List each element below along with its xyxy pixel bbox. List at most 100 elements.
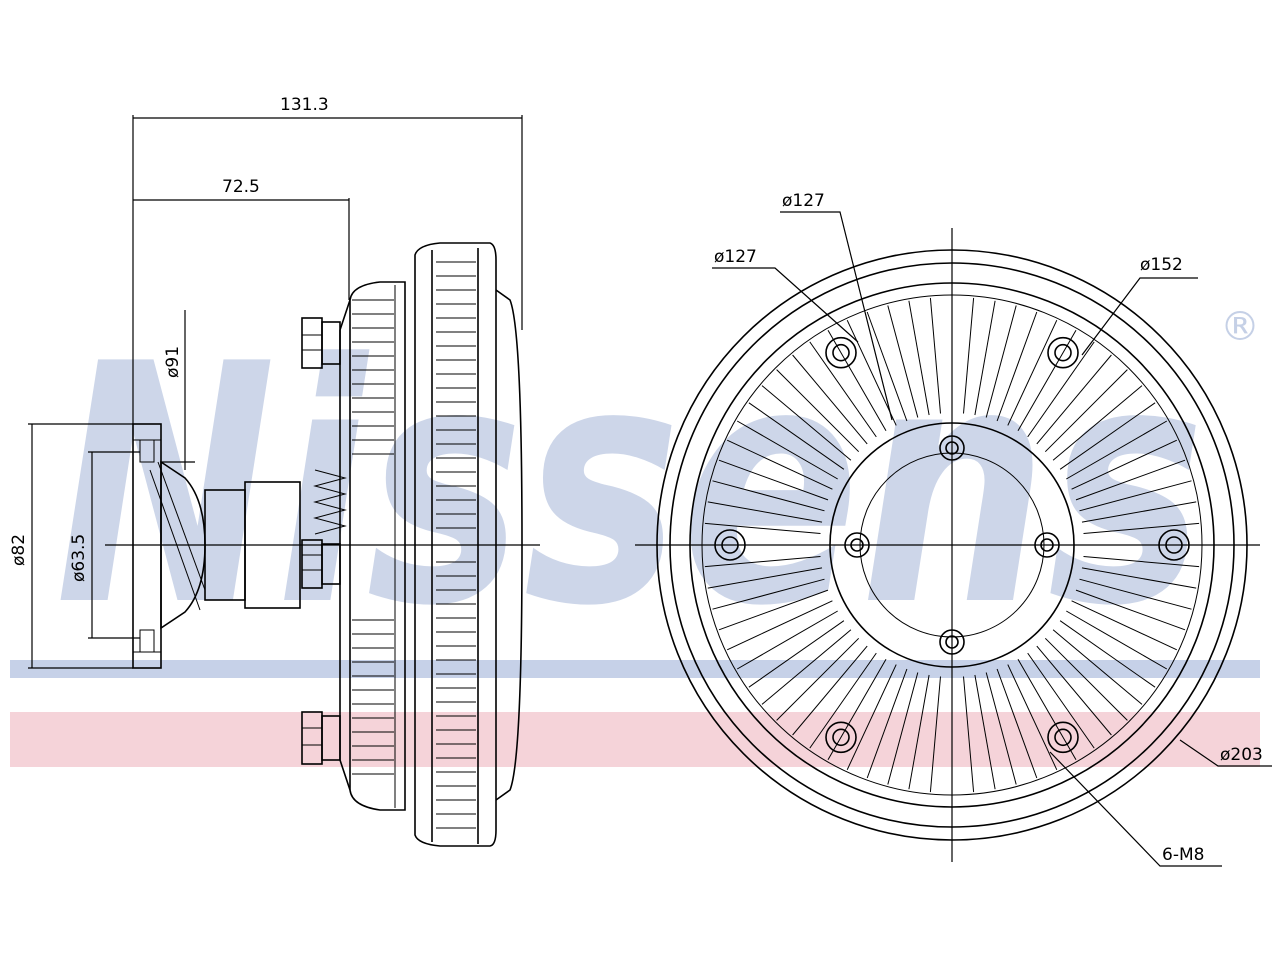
radial-fin [1027, 652, 1095, 749]
radial-fin [712, 578, 825, 610]
radial-fin [1075, 459, 1186, 501]
bolt-holes [714, 336, 1190, 754]
dim-dia-152: ø152 [1081, 255, 1198, 356]
dim-hub-length: 72.5 [133, 177, 350, 300]
radial-fin [985, 305, 1017, 418]
watermark-registered-mark: ® [1220, 304, 1260, 350]
dim-dia-91: ø91 [161, 310, 195, 470]
bolt-hole [1054, 343, 1072, 362]
bolt-hole [825, 336, 857, 369]
dim-thread-text: 6-M8 [1162, 845, 1204, 865]
radial-fin [846, 664, 897, 771]
dim-dia-203: ø203 [1179, 739, 1272, 767]
radial-fin [761, 385, 852, 461]
clutch-body [349, 281, 406, 811]
dim-dia-127-a: ø127 [712, 247, 859, 343]
radial-fin [1079, 578, 1192, 610]
side-view: 131.3 72.5 ø91 ø82 ø63.5 [9, 95, 540, 847]
radial-fin [792, 645, 868, 736]
radial-fin [963, 676, 975, 793]
radial-fin [974, 300, 996, 416]
radial-fin [809, 652, 877, 749]
radial-fin [1059, 620, 1156, 688]
radial-fin [761, 629, 852, 705]
radial-fin [985, 672, 1017, 785]
radial-fin [908, 674, 930, 790]
radial-fin [963, 297, 975, 414]
radial-fin [887, 305, 919, 418]
fin-ring [701, 294, 1203, 796]
dim-hub-length-text: 72.5 [222, 177, 260, 197]
radial-fin [1071, 600, 1178, 651]
hub-inner [859, 452, 1045, 638]
hub-stud [1034, 532, 1060, 558]
watermark-brand-text: Nissens [55, 294, 1205, 678]
shaft-collar [244, 481, 301, 609]
bolt-hole [832, 343, 850, 362]
radial-fin [1066, 610, 1168, 670]
watermark-red-band [10, 712, 1260, 767]
hub-stud [850, 538, 864, 552]
radial-fin [908, 300, 930, 416]
radial-fin [707, 501, 823, 523]
radial-fin [827, 659, 887, 761]
bolt-hole [1047, 721, 1079, 754]
hub-stud [945, 635, 959, 649]
hub-stud [1040, 538, 1054, 552]
dim-dia-203-text: ø203 [1220, 745, 1263, 765]
front-view: ø127 ø127 ø152 ø203 6-M8 [635, 191, 1272, 867]
bolt-hole [832, 728, 850, 747]
hub-stud [945, 441, 959, 455]
radial-fin [776, 637, 860, 721]
bolt-hole [825, 721, 857, 754]
radial-fin [887, 672, 919, 785]
radial-fin [1081, 501, 1197, 523]
clutch-body-inner [339, 299, 351, 791]
hub-stud [844, 532, 870, 558]
radial-fin [726, 439, 833, 490]
dim-dia-63-5-text: ø63.5 [69, 534, 89, 582]
radial-fin [736, 420, 838, 480]
dim-dia-127-a-text: ø127 [714, 247, 757, 267]
radial-fin [736, 610, 838, 670]
radial-fin [929, 676, 941, 793]
dim-dia-152-text: ø152 [1140, 255, 1183, 275]
dim-dia-82-text: ø82 [9, 534, 29, 566]
radial-fin [1044, 369, 1128, 453]
radial-fin [776, 369, 860, 453]
dim-overall-length: 131.3 [132, 95, 523, 424]
radial-fin [974, 674, 996, 790]
dim-dia-91-text: ø91 [163, 346, 183, 378]
disc-fins [436, 261, 476, 829]
radial-fin [1052, 385, 1143, 461]
radial-fin [1017, 329, 1077, 431]
watermark-blue-band [10, 660, 1260, 678]
radial-fin [1083, 556, 1200, 568]
radial-fin [726, 600, 833, 651]
bolt-hole [721, 536, 739, 554]
dim-thread: 6-M8 [1049, 751, 1222, 867]
radial-fin [866, 668, 908, 779]
outer-rim [656, 249, 1248, 841]
fin-disc [414, 242, 497, 847]
radial-fin [704, 522, 821, 534]
hub-outer [829, 422, 1075, 668]
radial-fin [748, 402, 845, 470]
fin-ring-outer [689, 282, 1215, 808]
bolt-hole [1047, 336, 1079, 369]
radial-fin [827, 329, 887, 431]
dim-dia-63-5: ø63.5 [69, 451, 140, 639]
radial-fin [929, 297, 941, 414]
radial-fin [718, 459, 829, 501]
radial-fin [718, 589, 829, 631]
hub-stud [939, 435, 965, 461]
radial-fin [846, 319, 897, 426]
dim-dia-127-b-text: ø127 [782, 191, 825, 211]
radial-fin [792, 354, 868, 445]
outer-rim-inner [669, 262, 1235, 828]
radial-fin [1075, 589, 1186, 631]
coil-spring [313, 469, 347, 535]
radial-fin [1079, 480, 1192, 512]
dim-overall-length-text: 131.3 [280, 95, 329, 115]
